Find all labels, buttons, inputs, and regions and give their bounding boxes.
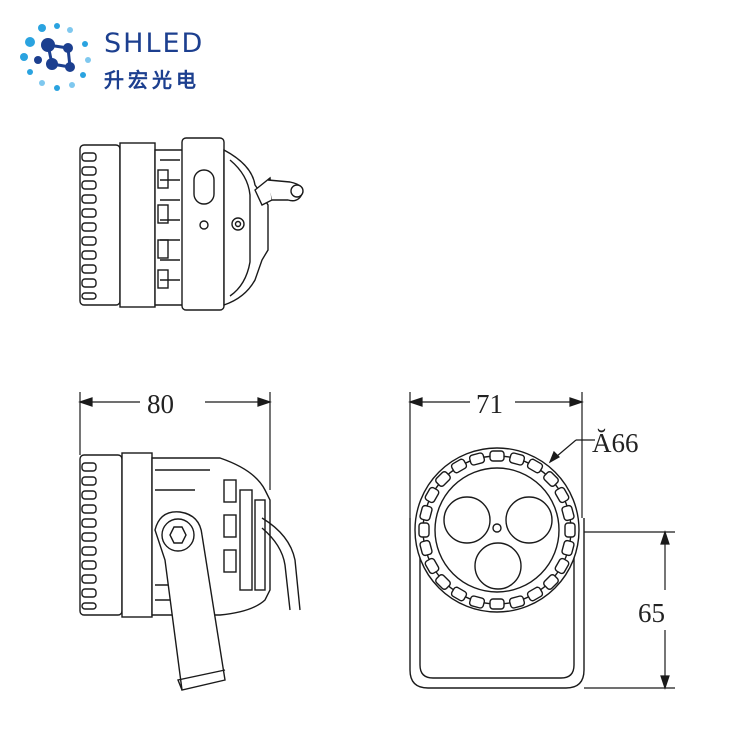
front-view-bezel-fins <box>418 450 576 610</box>
dimension-front-width <box>408 392 584 518</box>
brand-name-cn: 升宏光电 <box>104 68 200 92</box>
front-view <box>409 447 585 689</box>
side-view <box>79 452 301 691</box>
led-lens-bottom <box>474 542 522 590</box>
led-lens-left <box>443 496 491 544</box>
dimension-label-71: 71 <box>476 389 503 419</box>
brand-logo-mark <box>20 23 91 91</box>
dimension-diameter-leader <box>548 439 595 464</box>
led-lens-right <box>505 496 553 544</box>
top-view-heatsink-fins <box>157 159 180 289</box>
side-view-cap-fins <box>81 462 97 610</box>
dimension-label-80: 80 <box>147 389 174 419</box>
top-side-view <box>79 137 304 311</box>
top-view-cap-fins <box>81 152 97 300</box>
dimension-label-diameter: Ă66 <box>592 428 639 458</box>
side-view-heatsink-fins <box>155 469 266 601</box>
dimension-label-65: 65 <box>638 598 665 628</box>
brand-name: SHLED <box>104 28 205 59</box>
dimension-side-width <box>78 392 272 490</box>
dimension-bracket-height <box>584 530 675 690</box>
